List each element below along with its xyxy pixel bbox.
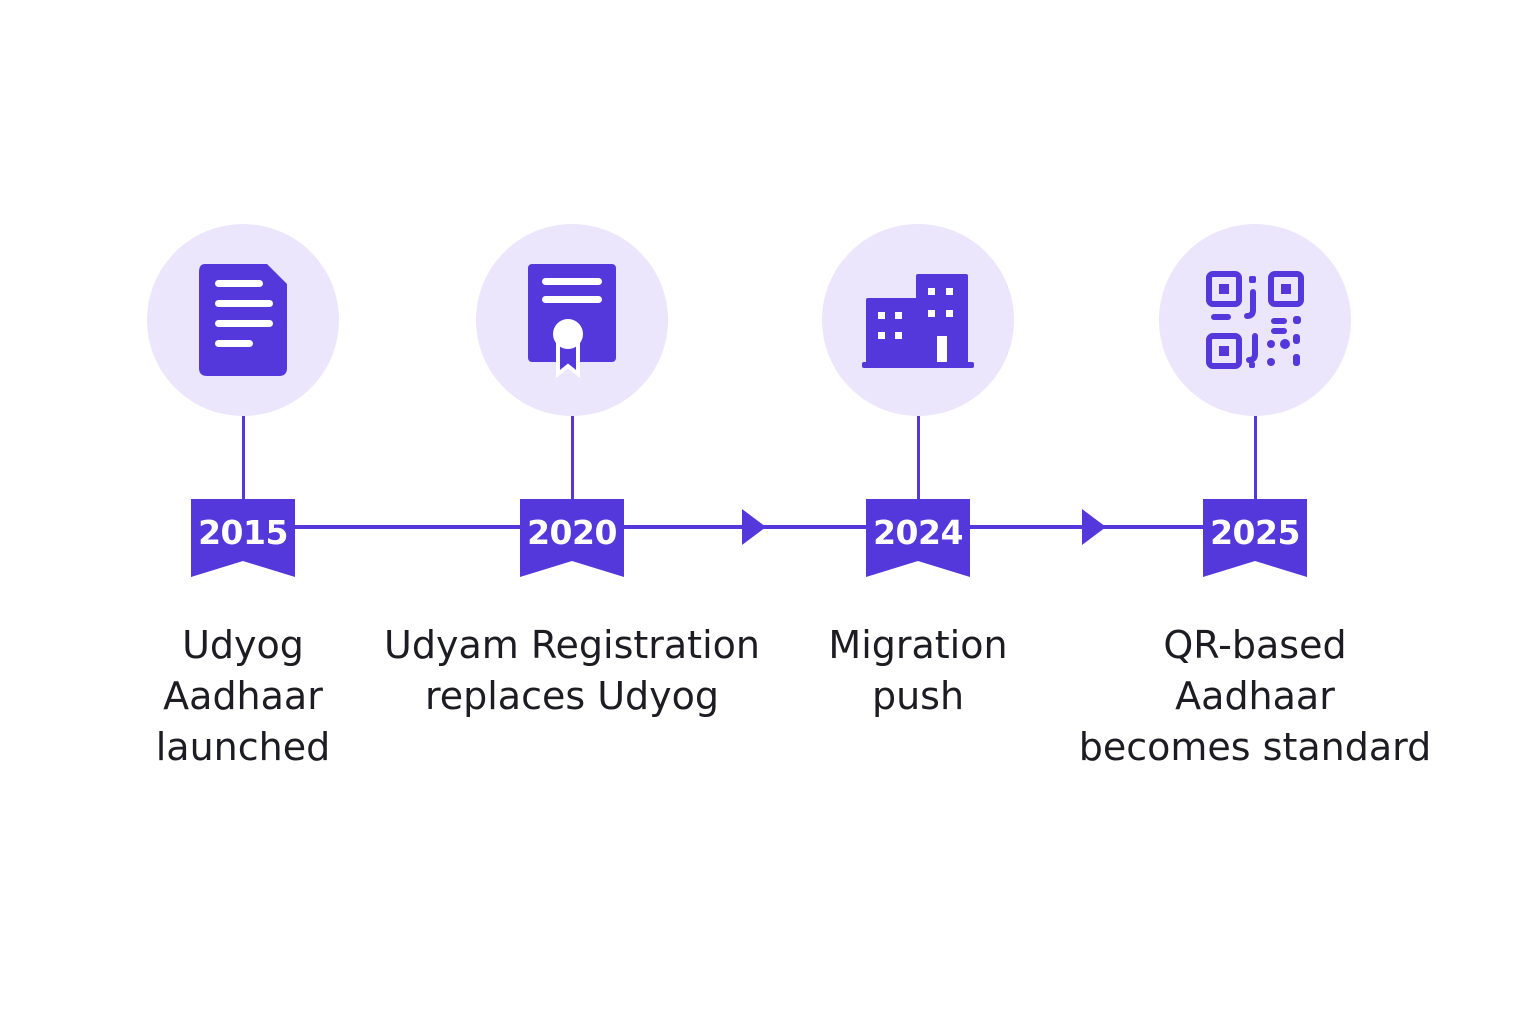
year-banner: 2024 <box>866 499 970 577</box>
milestone-connector <box>241 416 245 502</box>
year-label: 2020 <box>527 513 617 552</box>
arrow-right-icon <box>742 509 766 545</box>
milestone-icon-circle <box>476 224 668 416</box>
year-label: 2015 <box>198 513 288 552</box>
arrow-right-icon <box>1082 509 1106 545</box>
document-icon <box>199 264 287 376</box>
year-banner: 2015 <box>191 499 295 577</box>
milestone-icon-circle <box>822 224 1014 416</box>
year-label: 2024 <box>873 513 963 552</box>
milestone-icon-circle <box>147 224 339 416</box>
milestone-icon-circle <box>1159 224 1351 416</box>
milestone-description: Udyog Aadhaar launched <box>155 623 331 769</box>
milestone-description: Migration push <box>828 623 1008 718</box>
milestone-description: QR-based Aadhaar becomes standard <box>1078 623 1432 769</box>
milestone-connector <box>570 416 574 502</box>
building-icon <box>862 274 974 368</box>
year-label: 2025 <box>1210 513 1300 552</box>
milestone-connector <box>1253 416 1257 502</box>
certificate-icon <box>528 264 616 379</box>
qr-code-icon <box>1206 271 1304 369</box>
year-banner: 2020 <box>520 499 624 577</box>
milestone-description: Udyam Registration replaces Udyog <box>384 623 760 718</box>
milestone-connector <box>916 416 920 502</box>
year-banner: 2025 <box>1203 499 1307 577</box>
